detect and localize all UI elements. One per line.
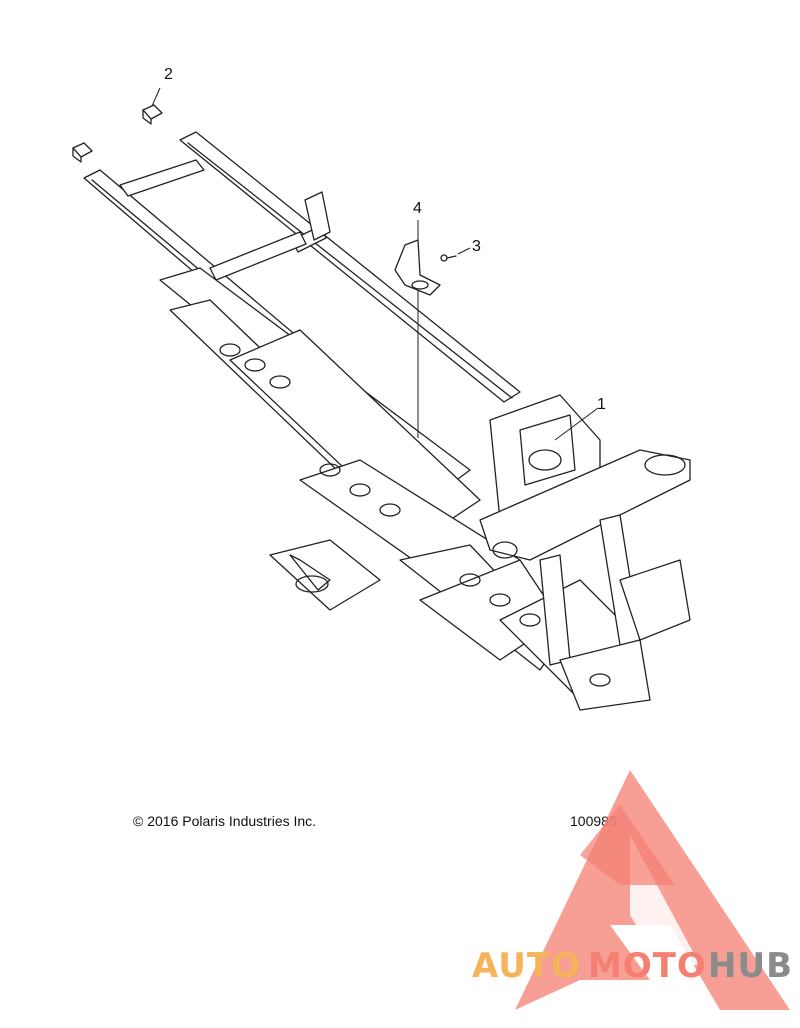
callout-3: 3 <box>472 238 481 255</box>
front-cross-arm <box>479 449 691 561</box>
floor-plate-holes <box>219 343 611 687</box>
callout-4: 4 <box>413 200 422 217</box>
rail-end-cap-lower <box>72 142 93 163</box>
main-frame-body <box>159 267 641 701</box>
copyright-text: © 2016 Polaris Industries Inc. <box>133 813 317 829</box>
logo-text-hub: HUB <box>708 946 793 986</box>
rear-upper-rail <box>179 131 521 403</box>
leader-line-1 <box>554 407 599 441</box>
leader-line-2 <box>151 87 161 107</box>
logo-text-moto: MOTO <box>588 946 707 986</box>
callout-2: 2 <box>164 66 173 83</box>
rail-end-cap-upper <box>142 104 163 125</box>
bolt <box>440 254 457 262</box>
callout-1: 1 <box>597 396 606 413</box>
leader-line-3 <box>457 247 471 255</box>
logo-text-auto: AUTO <box>472 946 581 986</box>
automotohub-logo-mark <box>515 770 790 1010</box>
mount-bracket <box>394 239 441 296</box>
rear-cross-member <box>119 159 331 281</box>
